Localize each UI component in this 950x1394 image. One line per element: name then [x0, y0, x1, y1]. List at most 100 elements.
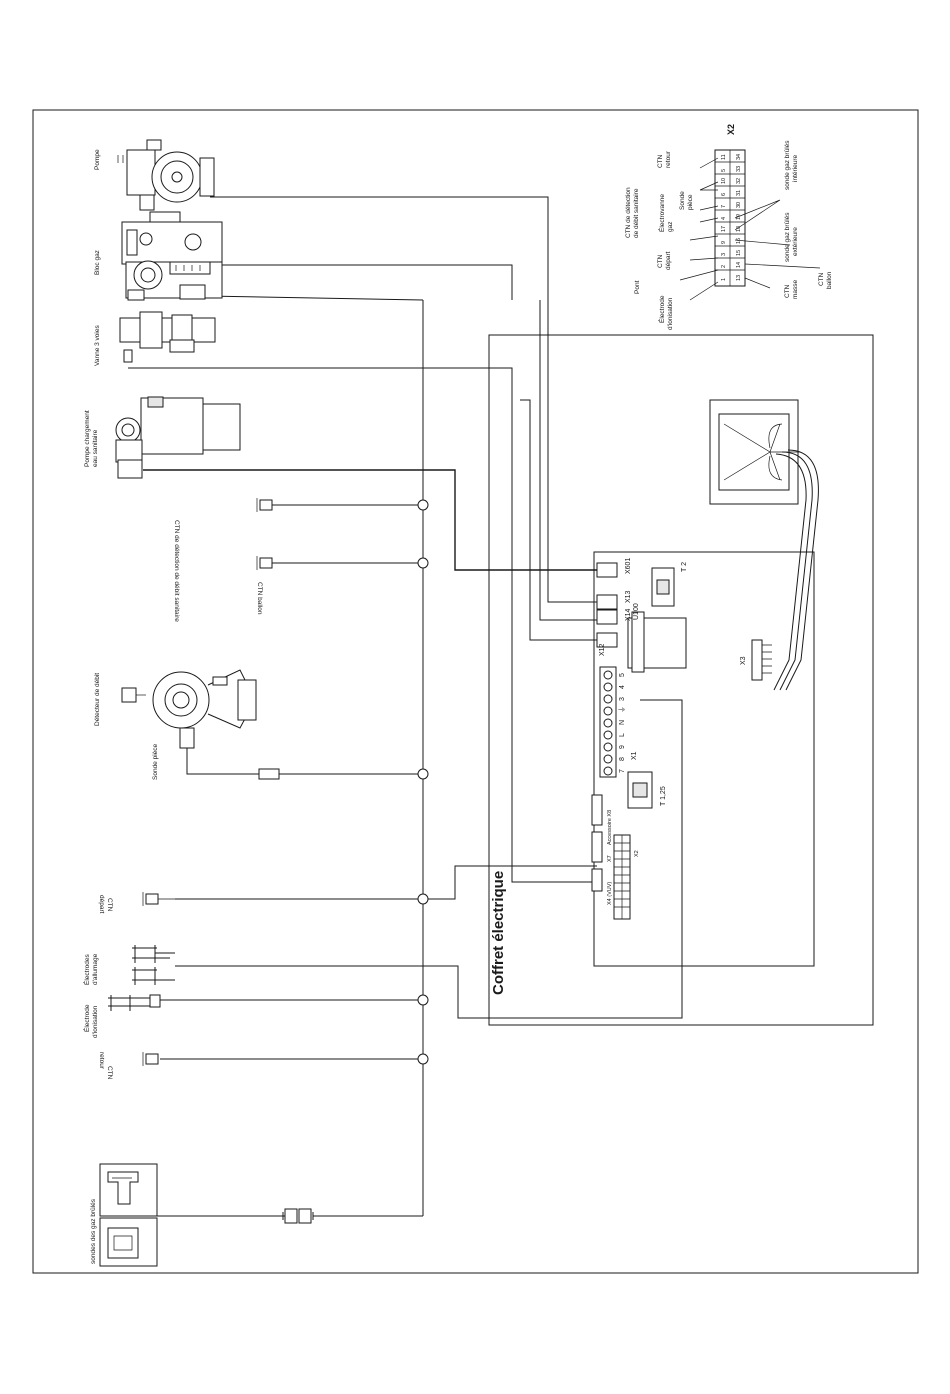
label-pompe-chargement-1: Pompe chargement — [84, 410, 91, 467]
x2-ctn-masse-1: CTN — [784, 284, 791, 298]
label-electrode-ionisation-1: Électrode — [82, 1004, 91, 1032]
x2-electrovanne-1: Électrovanne — [657, 194, 666, 232]
x2-pin-r-5: 19 — [736, 214, 742, 220]
wires — [128, 196, 683, 1217]
x2-ctn-masse-2: masse — [792, 279, 799, 299]
x2-sonde-piece-2: pièce — [687, 194, 694, 210]
x2-header: X2 — [726, 124, 736, 135]
x2-pin-r-6: 18 — [736, 226, 742, 232]
x2-ctn-retour-2: retour — [665, 150, 672, 168]
x2-pin-l-4: 7 — [721, 205, 727, 208]
label-t125: T 1,25 — [660, 786, 667, 806]
label-terminal-earth: ⏚ — [618, 706, 626, 713]
label-bloc-gaz: Bloc gaz — [94, 250, 101, 275]
coffret-title: Coffret électrique — [490, 871, 507, 995]
label-pompe: Pompe — [94, 149, 101, 170]
x2-pin-l-10: 1 — [721, 278, 727, 281]
main-board — [593, 551, 815, 967]
x2-sonde-gaz-ext-2: extérieure — [792, 227, 799, 256]
x2-sonde-piece-1: Sonde — [679, 191, 686, 210]
transformer-block — [709, 399, 819, 691]
label-terminal-3: 3 — [619, 697, 626, 701]
x2-electrode-ionisation-1: Électrode — [657, 295, 666, 323]
label-ctn-ballon: CTN ballon — [256, 582, 263, 615]
x2-pin-r-3: 31 — [736, 190, 742, 196]
label-ctn-depart-2: départ — [98, 895, 105, 914]
label-electrodes-allumage-1: Électrodes — [82, 954, 91, 985]
label-terminal-L: L — [619, 733, 626, 737]
x2-ctn-retour-1: CTN — [657, 154, 664, 168]
label-sonde-piece: Sonde pièce — [152, 743, 159, 780]
electrodes-drawing — [108, 945, 175, 1011]
pompe-chargement-drawing — [115, 396, 241, 479]
x2-pin-l-3: 6 — [721, 193, 727, 196]
label-x601: X601 — [625, 558, 632, 574]
label-vanne-3-voies: Vanne 3 voies — [94, 325, 101, 366]
label-electrode-ionisation-2: d'ionisation — [92, 1005, 99, 1038]
board-connectors — [591, 562, 687, 920]
label-ctn-retour-1: CTN — [106, 1066, 113, 1080]
x2-pin-r-2: 32 — [736, 178, 742, 184]
x2-pin-l-1: 5 — [721, 169, 727, 172]
pompe-drawing — [117, 139, 215, 211]
label-terminal-9: 9 — [619, 745, 626, 749]
x2-pin-r-8: 15 — [736, 250, 742, 256]
x2-pin-r-7: 16 — [736, 238, 742, 244]
detecteur-debit-drawing — [121, 669, 257, 749]
label-terminal-4: 4 — [619, 685, 626, 689]
inline-connector — [282, 1208, 314, 1224]
x2-pin-r-1: 33 — [736, 166, 742, 172]
label-x8: Accessoire X8 — [607, 810, 613, 845]
sondes-gaz-brules-drawing — [99, 1163, 158, 1267]
label-x3: X3 — [740, 656, 747, 665]
x2-pin-r-4: 30 — [736, 202, 742, 208]
label-x12: X12 — [599, 643, 606, 656]
label-ctn-retour-2: retour — [98, 1052, 105, 1070]
x2-electrode-ionisation-2: d'ionisation — [667, 297, 674, 330]
x2-pin-l-5: 4 — [721, 217, 727, 220]
label-x1: X1 — [631, 751, 638, 760]
x2-ctn-ballon-2: ballon — [826, 271, 833, 289]
label-detecteur-debit: Détecteur de débit — [94, 673, 101, 726]
label-x2-small: X2 — [634, 850, 640, 857]
vanne-3-voies-drawing — [119, 311, 216, 363]
x2-sonde-gaz-ext-1: sonde gaz brûlés — [784, 212, 791, 262]
x2-pin-l-8: 3 — [721, 253, 727, 256]
label-x7: X7 — [607, 855, 613, 862]
label-electrodes-allumage-2: d'allumage — [92, 953, 99, 985]
x2-pin-r-0: 34 — [736, 154, 742, 160]
label-sondes-gaz-brules: sondes des gaz brûlés — [90, 1198, 97, 1264]
x2-pin-l-7: 9 — [721, 241, 727, 244]
bloc-gaz-drawing — [121, 211, 223, 301]
label-terminal-8: 8 — [619, 757, 626, 761]
x2-sonde-gaz-int-1: sonde gaz brûlés — [784, 140, 791, 190]
x2-pin-r-9: 14 — [736, 262, 742, 268]
x2-ctn-detection-1: CTN de détection — [625, 187, 632, 238]
label-ctn-depart-1: CTN — [106, 898, 113, 912]
label-terminal-7: 7 — [619, 769, 626, 773]
x2-ctn-ballon-1: CTN — [818, 272, 825, 286]
x2-ctn-detection-2: de débit sanitaire — [633, 188, 640, 238]
x2-ctn-depart-1: CTN — [657, 254, 664, 268]
x2-pin-l-9: 2 — [721, 265, 727, 268]
ctn-sensors — [142, 498, 273, 1066]
outer-frame — [32, 109, 919, 1274]
label-t2: T 2 — [681, 562, 688, 572]
x2-pin-l-2: 10 — [721, 178, 727, 184]
x2-ctn-depart-2: départ — [665, 251, 672, 270]
label-terminal-5: 5 — [619, 673, 626, 677]
x2-pin-r-10: 13 — [736, 275, 742, 281]
label-terminal-N: N — [619, 720, 626, 725]
x2-pont: Pont — [634, 280, 641, 294]
x2-sonde-gaz-int-2: intérieure — [792, 155, 799, 182]
label-x14: X14 — [625, 608, 632, 621]
x2-pin-l-6: 17 — [721, 226, 727, 232]
coffret-enclosure — [488, 334, 874, 1026]
label-pompe-chargement-2: eau sanitaire — [92, 429, 99, 467]
x2-pin-l-0: 11 — [721, 154, 727, 160]
label-x4: X4 (VUV) — [607, 882, 613, 905]
x2-legend-table — [679, 149, 821, 301]
label-u100: U100 — [633, 603, 640, 620]
